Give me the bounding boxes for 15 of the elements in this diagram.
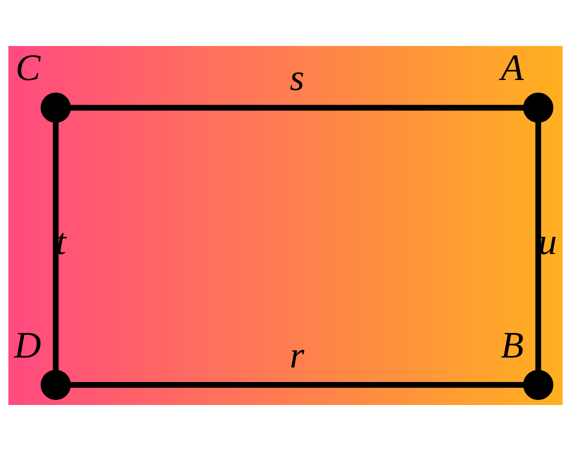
connector <box>535 122 542 370</box>
node-circle <box>40 92 71 122</box>
node-circle <box>40 369 71 400</box>
node-circle <box>523 369 554 400</box>
node-label: C <box>16 48 40 89</box>
edge-label: r <box>290 334 304 376</box>
edge-label: s <box>290 58 304 99</box>
node-label: D <box>14 324 42 366</box>
node-label: A <box>500 48 524 89</box>
connector <box>70 382 524 388</box>
connector <box>52 122 59 370</box>
connector <box>70 104 524 110</box>
node-label: B <box>500 324 524 366</box>
node-circle <box>523 92 554 122</box>
edge-label: u <box>538 221 557 262</box>
